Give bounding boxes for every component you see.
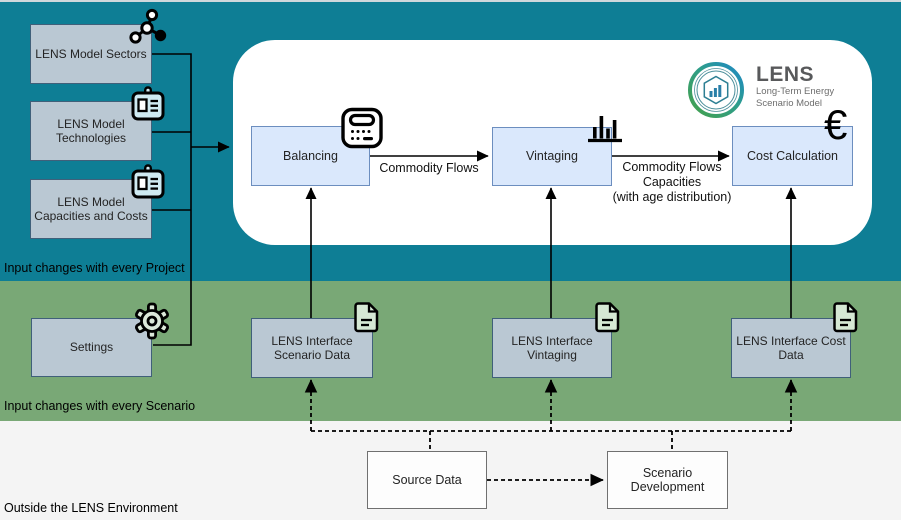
gear-icon — [134, 302, 170, 340]
node-label: LENS Model Sectors — [35, 46, 147, 61]
node-label: LENS Interface Scenario Data — [271, 333, 353, 363]
document-icon — [595, 302, 620, 333]
scenario-region-label: Input changes with every Scenario — [4, 399, 196, 413]
node-label: Source Data — [392, 472, 462, 487]
lens-logo-icon — [688, 62, 744, 118]
node-label: Scenario Development — [630, 465, 705, 495]
outside-region-label: Outside the LENS Environment — [4, 501, 178, 515]
share-nodes-icon — [129, 8, 167, 44]
node-label: LENS Model Capacities and Costs — [34, 194, 148, 224]
id-badge-icon — [131, 86, 165, 121]
node-label: LENS Model Technologies — [55, 116, 127, 146]
document-icon — [833, 302, 858, 333]
node-cost-calculation: Cost Calculation — [732, 126, 853, 186]
node-scenario-development: Scenario Development — [607, 451, 728, 509]
node-settings: Settings — [31, 318, 152, 377]
node-source-data: Source Data — [367, 451, 487, 509]
label-line: (with age distribution) — [612, 190, 732, 204]
node-lens-interface-scenario-data: LENS Interface Scenario Data — [251, 318, 373, 378]
node-label: Settings — [69, 340, 114, 355]
commodity-flows-label: Commodity Flows — [379, 161, 479, 175]
bar-chart-icon — [588, 116, 622, 143]
document-icon — [354, 302, 379, 333]
lens-logo-title: LENS — [756, 63, 815, 86]
node-vintaging: Vintaging — [492, 127, 612, 186]
node-label: Balancing — [283, 148, 338, 163]
subtitle-line: Scenario Model — [756, 97, 823, 109]
label-line: Commodity Flows — [622, 160, 722, 174]
euro-icon: € — [824, 101, 848, 148]
node-label: Vintaging — [526, 149, 578, 164]
node-label: Cost Calculation — [746, 148, 838, 163]
vintaging-output-label: Commodity Flows Capacities (with age dis… — [592, 160, 752, 205]
label-line: Capacities — [642, 175, 702, 189]
node-lens-interface-cost-data: LENS Interface Cost Data — [731, 318, 851, 378]
node-label: LENS Interface Cost Data — [736, 333, 846, 363]
scenario-distribution-dashed-line — [311, 430, 791, 451]
node-lens-interface-vintaging: LENS Interface Vintaging — [492, 318, 612, 378]
id-badge-icon — [131, 164, 165, 199]
input-bus-line — [152, 53, 192, 346]
lens-logo-subtitle: Long-Term Energy Scenario Model — [756, 86, 834, 109]
project-region-label: Input changes with every Project — [4, 261, 185, 275]
window-top-edge — [0, 0, 901, 2]
lens-logo: LENS Long-Term Energy Scenario Model — [686, 60, 834, 120]
calculator-icon — [341, 107, 383, 149]
node-label: LENS Interface Vintaging — [511, 333, 593, 363]
subtitle-line: Long-Term Energy — [756, 86, 835, 97]
node-lens-model-capacities: LENS Model Capacities and Costs — [30, 179, 152, 239]
